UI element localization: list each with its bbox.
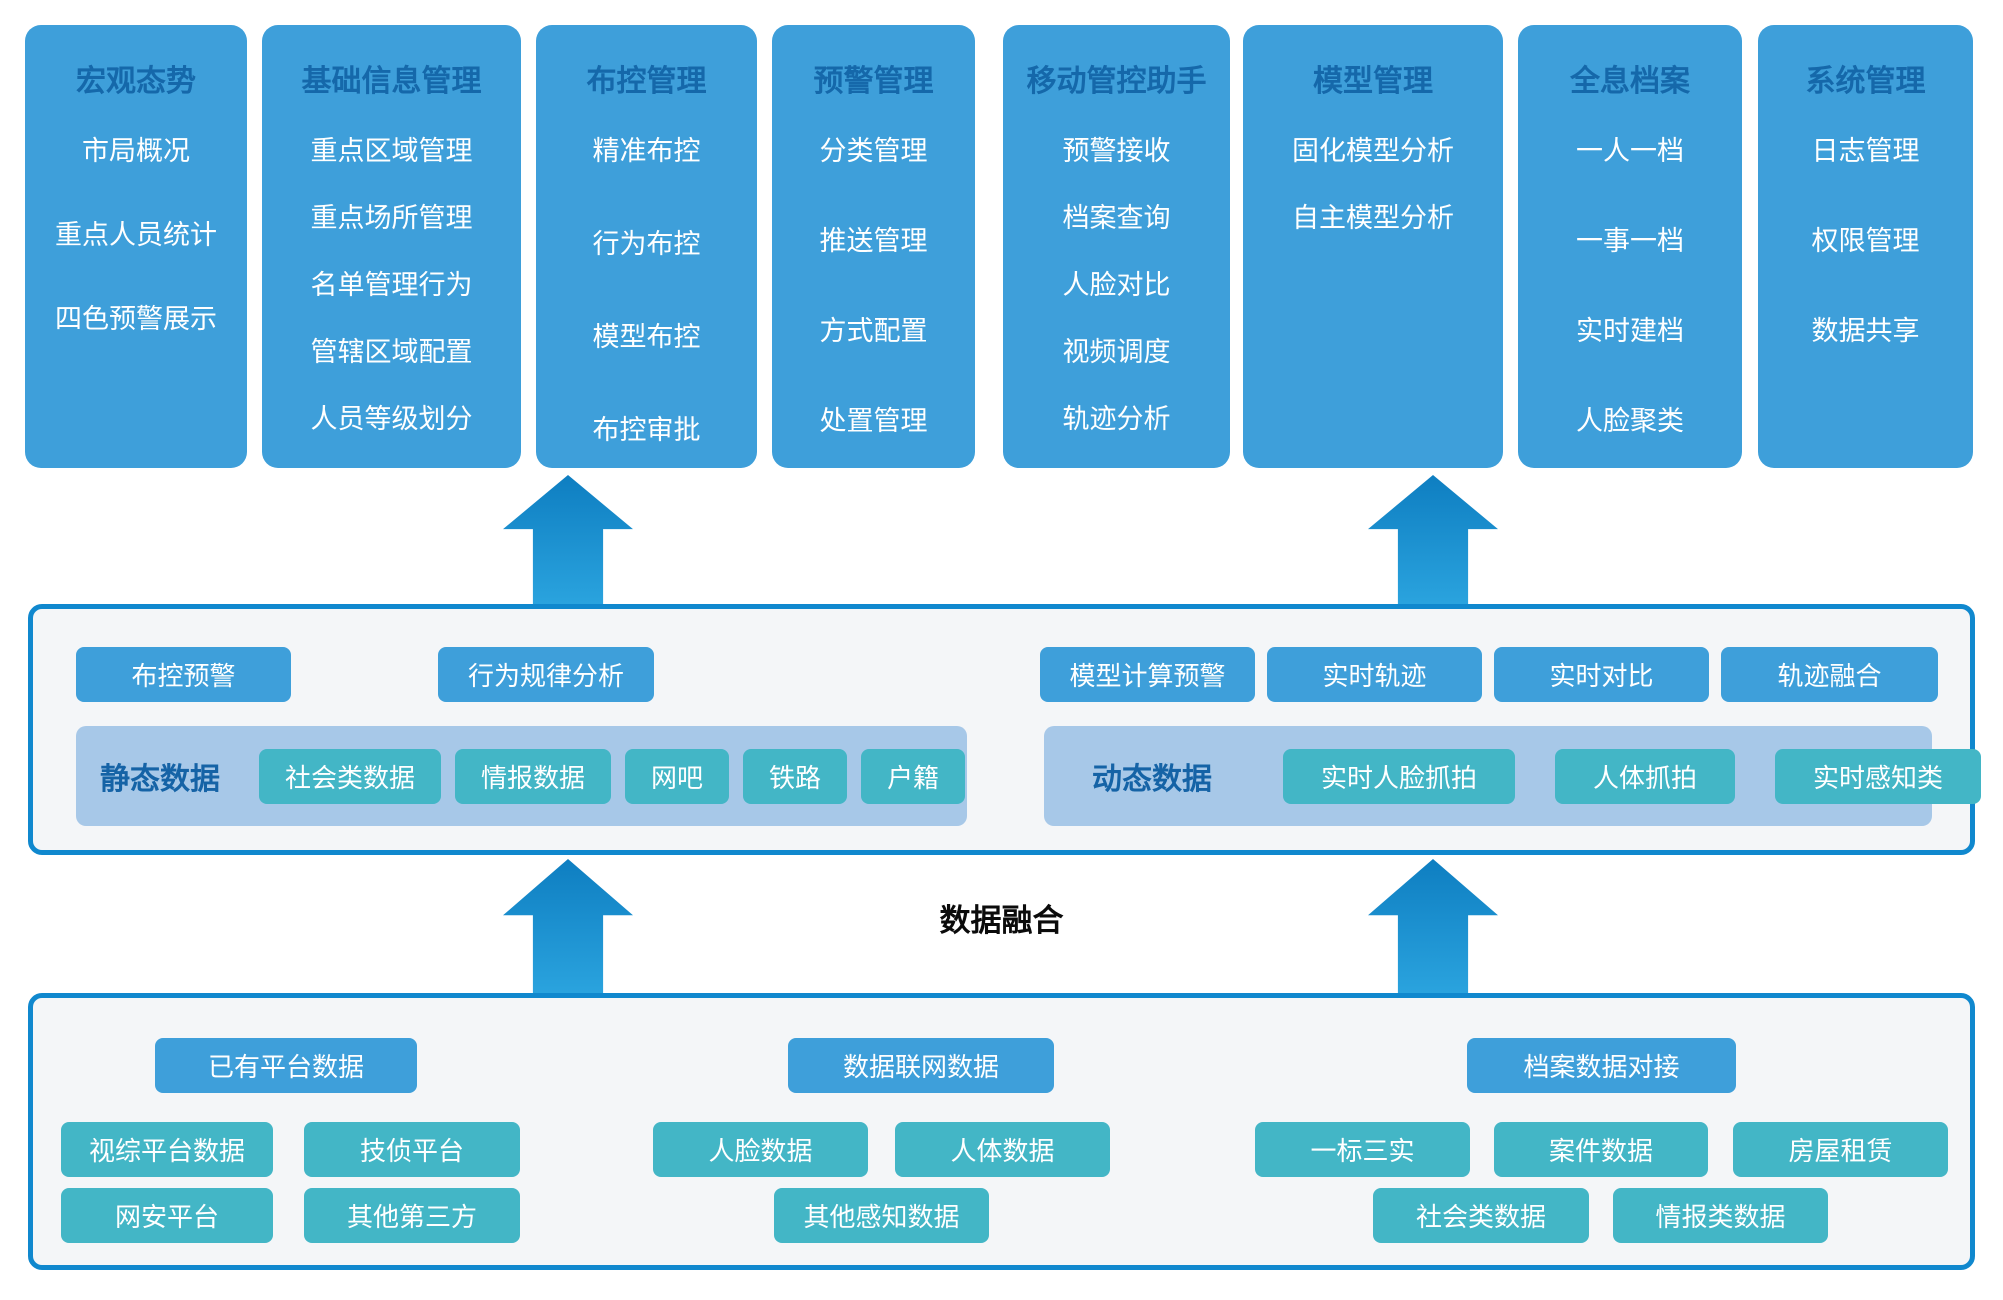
source-group-networked-data: 数据联网数据 — [788, 1038, 1054, 1093]
source-intel-category-data: 情报类数据 — [1613, 1188, 1828, 1243]
node-realtime-compare: 实时对比 — [1494, 647, 1709, 702]
module-item: 名单管理行为 — [310, 270, 473, 300]
module-basic-info-mgmt: 基础信息管理 重点区域管理 重点场所管理 名单管理行为 管辖区域配置 人员等级划… — [262, 25, 521, 468]
module-item-list: 日志管理 权限管理 数据共享 — [1812, 133, 1920, 349]
up-arrow-icon — [1368, 859, 1498, 993]
module-item: 处置管理 — [819, 406, 928, 436]
module-item: 推送管理 — [819, 226, 928, 256]
module-item: 视频调度 — [1062, 337, 1171, 367]
node-household-registry: 户籍 — [861, 748, 966, 804]
module-item: 行为布控 — [592, 229, 701, 259]
module-item-list: 重点区域管理 重点场所管理 名单管理行为 管辖区域配置 人员等级划分 — [311, 133, 473, 437]
node-behavior-pattern-analysis: 行为规律分析 — [438, 647, 654, 702]
module-item: 权限管理 — [1811, 226, 1920, 256]
module-item-list: 固化模型分析 自主模型分析 — [1292, 133, 1454, 236]
module-item: 精准布控 — [592, 136, 701, 166]
up-arrow-icon — [1368, 475, 1498, 604]
node-internet-cafe: 网吧 — [625, 748, 730, 804]
module-item: 市局概况 — [82, 136, 190, 166]
source-one-standard-three-reals: 一标三实 — [1255, 1122, 1470, 1177]
module-item-list: 预警接收 档案查询 人脸对比 视频调度 轨迹分析 — [1063, 133, 1171, 437]
module-item: 重点人员统计 — [55, 220, 217, 250]
module-item: 重点场所管理 — [310, 203, 473, 233]
module-mobile-assistant: 移动管控助手 预警接收 档案查询 人脸对比 视频调度 轨迹分析 — [1003, 25, 1230, 468]
module-item-list: 市局概况 重点人员统计 四色预警展示 — [55, 133, 217, 337]
module-item: 一人一档 — [1576, 136, 1684, 166]
module-title: 移动管控助手 — [1026, 65, 1207, 98]
dynamic-data-band: 动态数据 实时人脸抓拍 人体抓拍 实时感知类 — [1044, 726, 1982, 826]
module-item: 实时建档 — [1576, 316, 1684, 346]
up-arrow-icon — [503, 475, 633, 604]
data-fusion-label: 数据融合 — [939, 903, 1064, 938]
source-group-existing-platform: 已有平台数据 — [155, 1038, 417, 1093]
source-housing-rental: 房屋租赁 — [1733, 1122, 1948, 1177]
source-case-data: 案件数据 — [1494, 1122, 1708, 1177]
module-title: 宏观态势 — [76, 65, 196, 98]
source-cyber-security-platform: 网安平台 — [61, 1188, 273, 1243]
node-intel-data: 情报数据 — [455, 748, 612, 804]
source-social-category-data: 社会类数据 — [1373, 1188, 1589, 1243]
module-alert-mgmt: 预警管理 分类管理 推送管理 方式配置 处置管理 — [772, 25, 975, 468]
static-data-band: 静态数据 社会类数据 情报数据 网吧 铁路 户籍 — [76, 726, 967, 826]
module-item: 布控审批 — [592, 415, 701, 445]
module-item-list: 分类管理 推送管理 方式配置 处置管理 — [820, 133, 928, 439]
node-body-capture: 人体抓拍 — [1555, 748, 1736, 804]
module-item-list: 一人一档 一事一档 实时建档 人脸聚类 — [1576, 133, 1684, 439]
node-surveillance-alert: 布控预警 — [76, 647, 291, 702]
module-item: 档案查询 — [1062, 203, 1171, 233]
data-sources-panel: 已有平台数据 数据联网数据 档案数据对接 视综平台数据 技侦平台 网安平台 其他… — [28, 993, 1975, 1270]
node-realtime-sensing: 实时感知类 — [1775, 748, 1982, 804]
module-title: 布控管理 — [586, 65, 707, 98]
source-video-platform-data: 视综平台数据 — [61, 1122, 273, 1177]
module-item: 模型布控 — [592, 322, 701, 352]
module-title: 基础信息管理 — [301, 65, 482, 98]
module-item: 重点区域管理 — [310, 136, 473, 166]
module-item: 轨迹分析 — [1062, 404, 1171, 434]
module-item: 四色预警展示 — [55, 304, 217, 334]
module-surveillance-mgmt: 布控管理 精准布控 行为布控 模型布控 布控审批 — [536, 25, 757, 468]
dynamic-data-label: 动态数据 — [1092, 763, 1212, 796]
node-realtime-trajectory: 实时轨迹 — [1267, 647, 1482, 702]
source-other-sensing-data: 其他感知数据 — [774, 1188, 989, 1243]
source-group-archive-integration: 档案数据对接 — [1467, 1038, 1736, 1093]
source-body-data: 人体数据 — [895, 1122, 1110, 1177]
module-macro-situation: 宏观态势 市局概况 重点人员统计 四色预警展示 — [25, 25, 247, 468]
module-item: 方式配置 — [819, 316, 928, 346]
module-item: 人脸对比 — [1062, 270, 1171, 300]
module-item: 一事一档 — [1576, 226, 1684, 256]
module-item-list: 精准布控 行为布控 模型布控 布控审批 — [593, 133, 701, 448]
module-title: 系统管理 — [1805, 65, 1926, 98]
module-item: 人脸聚类 — [1576, 406, 1684, 436]
module-item: 人员等级划分 — [310, 404, 473, 434]
node-model-computed-alert: 模型计算预警 — [1040, 647, 1255, 702]
node-trajectory-fusion: 轨迹融合 — [1721, 647, 1938, 702]
module-item: 管辖区域配置 — [310, 337, 473, 367]
analysis-layer-panel: 布控预警 行为规律分析 模型计算预警 实时轨迹 实时对比 轨迹融合 静态数据 社… — [28, 604, 1982, 855]
node-railway: 铁路 — [743, 748, 848, 804]
module-item: 数据共享 — [1811, 316, 1920, 346]
source-tech-recon-platform: 技侦平台 — [304, 1122, 520, 1177]
source-other-third-party: 其他第三方 — [304, 1188, 520, 1243]
module-item: 日志管理 — [1811, 136, 1920, 166]
module-system-mgmt: 系统管理 日志管理 权限管理 数据共享 — [1758, 25, 1973, 468]
module-holographic-archive: 全息档案 一人一档 一事一档 实时建档 人脸聚类 — [1518, 25, 1742, 468]
module-item: 预警接收 — [1062, 136, 1171, 166]
source-face-data: 人脸数据 — [653, 1122, 868, 1177]
module-model-mgmt: 模型管理 固化模型分析 自主模型分析 — [1243, 25, 1503, 468]
module-title: 模型管理 — [1313, 65, 1433, 98]
module-item: 固化模型分析 — [1292, 136, 1454, 166]
node-social-data: 社会类数据 — [259, 748, 442, 804]
module-item: 自主模型分析 — [1292, 203, 1454, 233]
module-title: 预警管理 — [813, 65, 934, 98]
node-realtime-face-capture: 实时人脸抓拍 — [1283, 748, 1516, 804]
module-item: 分类管理 — [819, 136, 928, 166]
module-title: 全息档案 — [1570, 65, 1690, 98]
static-data-label: 静态数据 — [100, 763, 220, 796]
up-arrow-icon — [503, 859, 633, 993]
